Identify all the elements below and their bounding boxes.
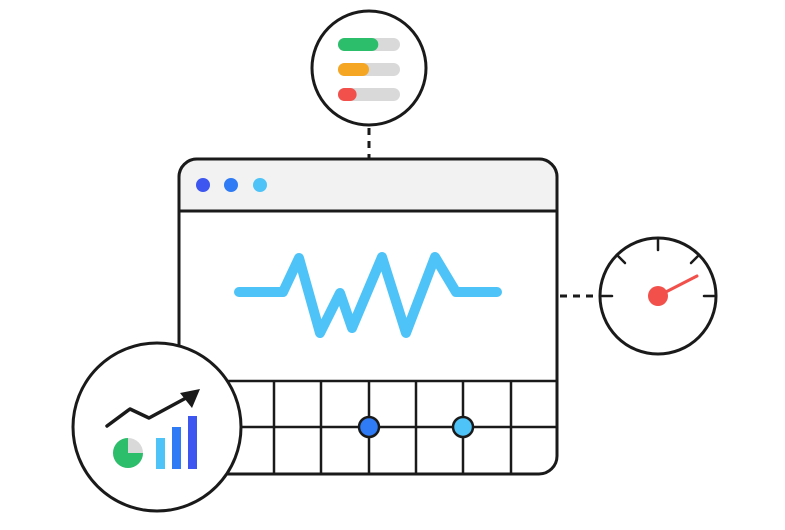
window-titlebar — [177, 157, 559, 213]
speedometer-icon — [598, 236, 718, 356]
analytics-circle — [71, 341, 243, 513]
grid-marker-1[interactable] — [357, 415, 381, 439]
analytics-bar-3 — [188, 416, 197, 469]
waveform-line — [234, 252, 502, 338]
status-bar-green — [338, 38, 379, 51]
trend-up-arrow-icon — [105, 389, 200, 428]
analytics-bar-1 — [156, 438, 165, 469]
gauge-ticks — [600, 238, 716, 298]
grid-marker-2[interactable] — [451, 415, 475, 439]
window-dot-3[interactable] — [253, 178, 267, 192]
status-bar-orange — [338, 63, 369, 76]
browser-window — [177, 157, 559, 476]
window-dot-1[interactable] — [196, 178, 210, 192]
pie-chart-icon — [113, 438, 143, 468]
connectors — [367, 128, 600, 298]
analytics-bar-2 — [172, 427, 181, 469]
window-dot-2[interactable] — [224, 178, 238, 192]
progress-bars-icon — [310, 9, 428, 127]
analytics-icon — [71, 341, 243, 513]
gauge-hub — [648, 286, 668, 306]
bar-chart-icon — [156, 416, 197, 469]
status-bar-red — [338, 88, 357, 101]
